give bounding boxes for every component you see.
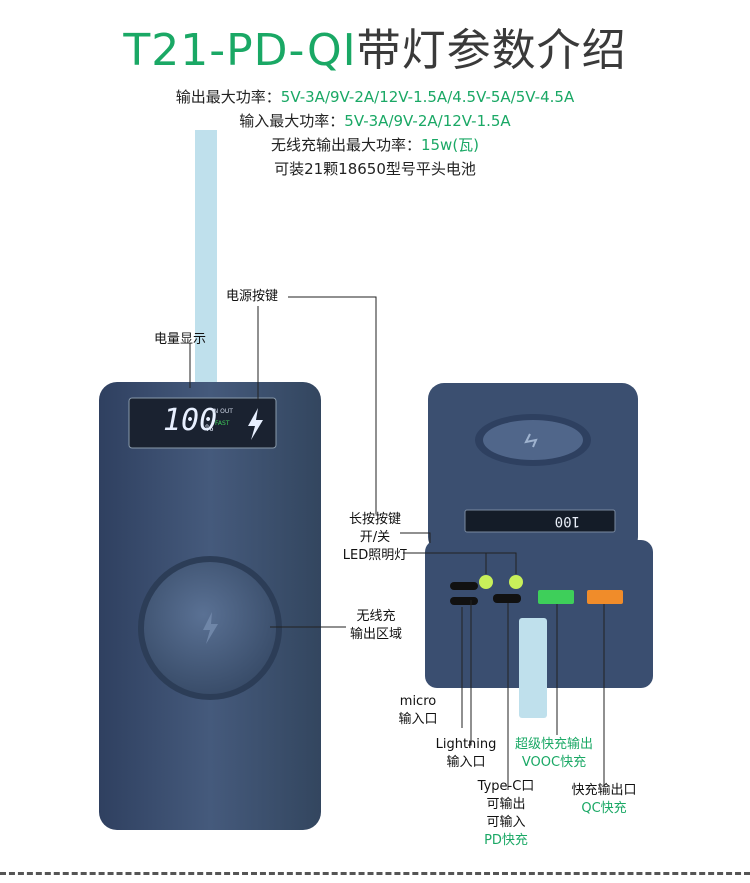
lightning-icon — [248, 408, 263, 440]
title-text: 带灯参数介绍 — [356, 25, 627, 76]
spec-battery: 可装21颗18650型号平头电池 — [274, 160, 476, 178]
bottom-divider — [0, 872, 750, 875]
callout-typec: Type-C口 可输出 可输入 PD快充 — [477, 779, 535, 848]
io-indicator: IN OUT — [212, 408, 233, 415]
led-left — [479, 575, 493, 589]
typec-port — [493, 594, 521, 603]
lightning-port — [450, 597, 478, 605]
lanyard-right — [519, 618, 547, 718]
callout-micro: micro 输入口 — [398, 694, 438, 727]
spec-input: 输入最大功率：5V-3A/9V-2A/12V-1.5A — [239, 112, 511, 130]
leader-lines — [189, 296, 605, 790]
callout-vooc: 超级快充输出 VOOC快充 — [514, 737, 593, 770]
wireless-bolt-icon — [203, 612, 218, 644]
callout-power-button: 电源按键 — [226, 289, 279, 304]
side-bolt-icon — [524, 433, 538, 448]
callout-battery-display: 电量显示 — [154, 332, 207, 347]
battery-percent: 100 — [163, 403, 218, 438]
vooc-port — [538, 590, 574, 604]
spec-wireless: 无线充输出最大功率：15w(瓦) — [270, 136, 480, 154]
page-title: T21-PD-QI带灯参数介绍 — [0, 14, 750, 78]
spec-output: 输出最大功率：5V-3A/9V-2A/12V-1.5A/4.5V-5A/5V-4… — [175, 88, 575, 106]
model-code: T21-PD-QI — [123, 25, 357, 76]
qc-port — [587, 590, 623, 604]
side-lcd-digits: 100 — [555, 513, 580, 529]
side-lcd — [464, 509, 616, 533]
led-right — [509, 575, 523, 589]
lanyard-left — [195, 130, 217, 390]
lcd-panel — [128, 397, 277, 449]
callout-qc: 快充输出口 QC快充 — [571, 783, 637, 816]
micro-port — [450, 582, 478, 590]
callout-long-press: 长按按键 开/关 LED照明灯 — [342, 512, 408, 563]
callout-wireless-area: 无线充 输出区域 — [349, 609, 402, 642]
percent-sign: % — [205, 424, 214, 434]
fast-indicator: FAST — [215, 420, 230, 427]
callout-lightning: Lightning 输入口 — [435, 737, 497, 770]
